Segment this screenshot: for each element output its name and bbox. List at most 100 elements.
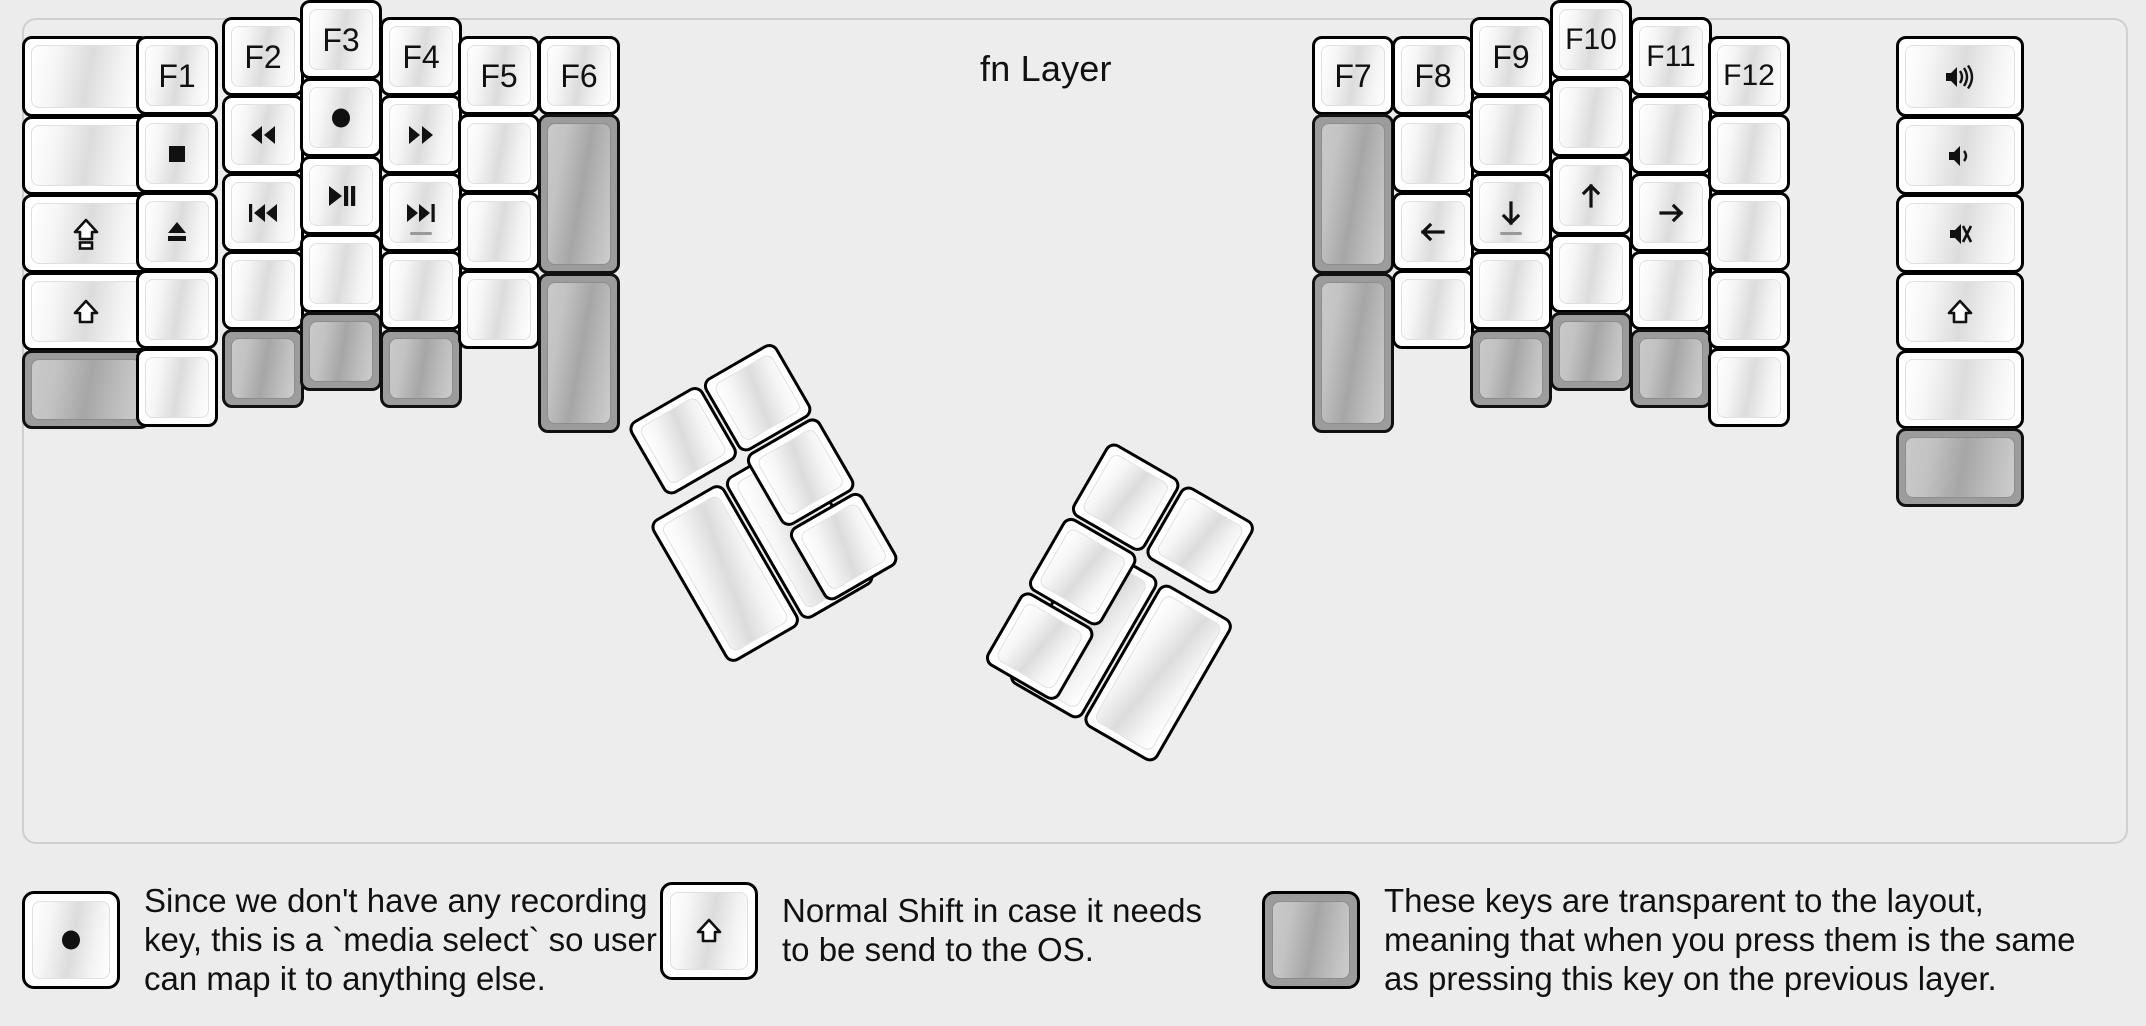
key-right-ring-1[interactable] xyxy=(1630,95,1712,174)
key-right-ring-3[interactable] xyxy=(1630,251,1712,330)
key-left-pinky-outer-4[interactable] xyxy=(22,350,150,429)
key-blank xyxy=(231,338,295,399)
key-left-pinky-3[interactable] xyxy=(136,270,218,349)
key-left-ring-4[interactable] xyxy=(222,329,304,408)
key-label: F9 xyxy=(1479,26,1543,87)
key-right-index-3[interactable] xyxy=(1470,251,1552,330)
key-blank xyxy=(1639,338,1703,399)
key-label: F3 xyxy=(309,9,373,70)
key-right-index-4[interactable] xyxy=(1470,329,1552,408)
media-prev-track-icon xyxy=(231,182,295,243)
legend-key-2 xyxy=(1262,891,1360,990)
key-right-pinky-0[interactable]: F12 xyxy=(1708,36,1790,115)
key-left-inner-1[interactable] xyxy=(538,114,620,274)
key-right-middle-0[interactable]: F10 xyxy=(1550,0,1632,79)
key-label: F2 xyxy=(231,26,295,87)
key-left-ring-0[interactable]: F2 xyxy=(222,17,304,96)
legend-key-0 xyxy=(22,891,120,990)
shift-icon xyxy=(31,281,141,342)
key-right-pinky-outer-5[interactable] xyxy=(1896,428,2024,507)
key-blank xyxy=(1639,260,1703,321)
key-left-index-inner-3[interactable] xyxy=(458,270,540,349)
key-left-index-inner-2[interactable] xyxy=(458,192,540,271)
key-left-middle-3[interactable] xyxy=(300,234,382,313)
key-label: F12 xyxy=(1717,45,1781,106)
key-blank xyxy=(31,45,141,108)
key-right-pinky-2[interactable] xyxy=(1708,192,1790,271)
key-left-index-0[interactable]: F4 xyxy=(380,17,462,96)
key-left-pinky-4[interactable] xyxy=(136,348,218,427)
key-right-ring-2[interactable] xyxy=(1630,173,1712,252)
key-blank xyxy=(1479,104,1543,165)
key-left-middle-1[interactable] xyxy=(300,78,382,157)
key-label: F4 xyxy=(389,26,453,87)
key-blank xyxy=(1272,901,1350,980)
key-right-ring-4[interactable] xyxy=(1630,329,1712,408)
key-left-middle-0[interactable]: F3 xyxy=(300,0,382,79)
key-blank xyxy=(1321,282,1385,424)
key-right-middle-4[interactable] xyxy=(1550,312,1632,391)
key-right-pinky-outer-2[interactable] xyxy=(1896,194,2024,273)
key-left-index-3[interactable] xyxy=(380,251,462,330)
key-left-middle-4[interactable] xyxy=(300,312,382,391)
key-left-ring-2[interactable] xyxy=(222,173,304,252)
key-underbar xyxy=(410,232,432,235)
key-right-middle-1[interactable] xyxy=(1550,78,1632,157)
key-right-index-inner-0[interactable]: F8 xyxy=(1392,36,1474,115)
key-left-middle-2[interactable] xyxy=(300,156,382,235)
key-left-ring-3[interactable] xyxy=(222,251,304,330)
key-left-inner-0[interactable]: F6 xyxy=(538,36,620,115)
legend-text-2: These keys are transparent to the layout… xyxy=(1384,882,2076,997)
key-blank xyxy=(1559,87,1623,148)
key-left-pinky-0[interactable]: F1 xyxy=(136,36,218,115)
key-right-index-1[interactable] xyxy=(1470,95,1552,174)
key-left-index-4[interactable] xyxy=(380,329,462,408)
key-left-index-2[interactable] xyxy=(380,173,462,252)
key-label: F10 xyxy=(1559,9,1623,70)
key-blank xyxy=(389,260,453,321)
key-right-pinky-4[interactable] xyxy=(1708,348,1790,427)
key-right-pinky-outer-4[interactable] xyxy=(1896,350,2024,429)
key-left-pinky-2[interactable] xyxy=(136,192,218,271)
key-left-pinky-outer-1[interactable] xyxy=(22,116,150,195)
key-left-pinky-1[interactable] xyxy=(136,114,218,193)
key-right-pinky-outer-0[interactable] xyxy=(1896,36,2024,117)
key-right-index-2[interactable] xyxy=(1470,173,1552,252)
media-play-pause-icon xyxy=(309,165,373,226)
key-right-index-inner-1[interactable] xyxy=(1392,114,1474,193)
key-right-index-0[interactable]: F9 xyxy=(1470,17,1552,96)
key-left-pinky-outer-2[interactable] xyxy=(22,194,150,273)
key-left-index-inner-1[interactable] xyxy=(458,114,540,193)
key-blank xyxy=(1905,359,2015,420)
key-underbar xyxy=(1500,232,1522,235)
key-right-pinky-outer-1[interactable] xyxy=(1896,116,2024,195)
key-blank xyxy=(1321,123,1385,265)
caps-lock-icon xyxy=(31,203,141,264)
legend-text-1: Normal Shift in case it needs to be send… xyxy=(782,892,1203,968)
key-right-middle-2[interactable] xyxy=(1550,156,1632,235)
key-blank xyxy=(145,279,209,340)
key-blank xyxy=(1401,279,1465,340)
key-blank xyxy=(31,359,141,420)
arrow-up-icon xyxy=(1559,165,1623,226)
key-right-index-inner-2[interactable] xyxy=(1392,192,1474,271)
key-right-index-inner-3[interactable] xyxy=(1392,270,1474,349)
key-right-inner-0[interactable]: F7 xyxy=(1312,36,1394,115)
key-right-ring-0[interactable]: F11 xyxy=(1630,17,1712,96)
key-label: F11 xyxy=(1639,26,1703,87)
key-right-inner-1[interactable] xyxy=(1312,114,1394,274)
key-blank xyxy=(1479,260,1543,321)
key-blank xyxy=(1717,123,1781,184)
key-right-pinky-outer-3[interactable] xyxy=(1896,272,2024,351)
key-left-pinky-outer-3[interactable] xyxy=(22,272,150,351)
key-right-inner-2[interactable] xyxy=(1312,273,1394,433)
key-left-inner-2[interactable] xyxy=(538,273,620,433)
key-left-index-1[interactable] xyxy=(380,95,462,174)
key-left-pinky-outer-0[interactable] xyxy=(22,36,150,117)
key-left-index-inner-0[interactable]: F5 xyxy=(458,36,540,115)
key-right-pinky-1[interactable] xyxy=(1708,114,1790,193)
key-right-middle-3[interactable] xyxy=(1550,234,1632,313)
key-right-pinky-3[interactable] xyxy=(1708,270,1790,349)
legend: Since we don't have any recording key, t… xyxy=(0,856,2146,1026)
key-left-ring-1[interactable] xyxy=(222,95,304,174)
